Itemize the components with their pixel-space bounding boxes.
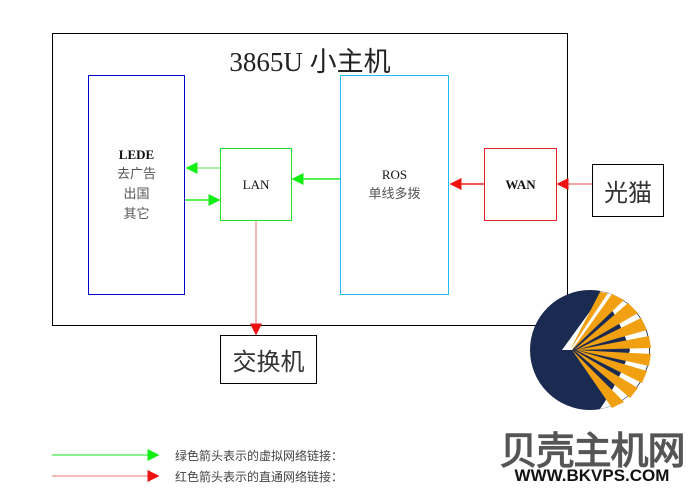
logo-url: WWW.BKVPS.COM [514, 466, 670, 485]
lede-line: 出国 [123, 187, 150, 202]
lede-line: 去广告 [116, 167, 156, 182]
switch-label: 交换机 [232, 348, 305, 376]
lede-title: LEDE [118, 147, 155, 162]
lede-node: LEDE 去广告 出国 其它 [88, 75, 185, 295]
legend-green-text: 绿色箭头表示的虚拟网络链接： [175, 449, 344, 463]
ros-node: ROS 单线多拨 [340, 75, 449, 295]
ros-line: 单线多拨 [368, 187, 421, 202]
ros-title: ROS [381, 167, 408, 182]
modem-label: 光猫 [604, 179, 652, 207]
legend-red-text: 红色箭头表示的直通网络链接： [175, 470, 344, 484]
diagram-title: 3865U 小主机 [229, 47, 391, 77]
wan-title: WAN [505, 176, 536, 192]
modem-node: 光猫 [592, 164, 664, 217]
lede-line: 其它 [123, 207, 150, 222]
lan-title: LAN [242, 176, 270, 192]
logo-name: 贝壳主机网 [499, 428, 685, 473]
bkvps-logo-icon [530, 290, 651, 410]
switch-node: 交换机 [220, 335, 317, 384]
